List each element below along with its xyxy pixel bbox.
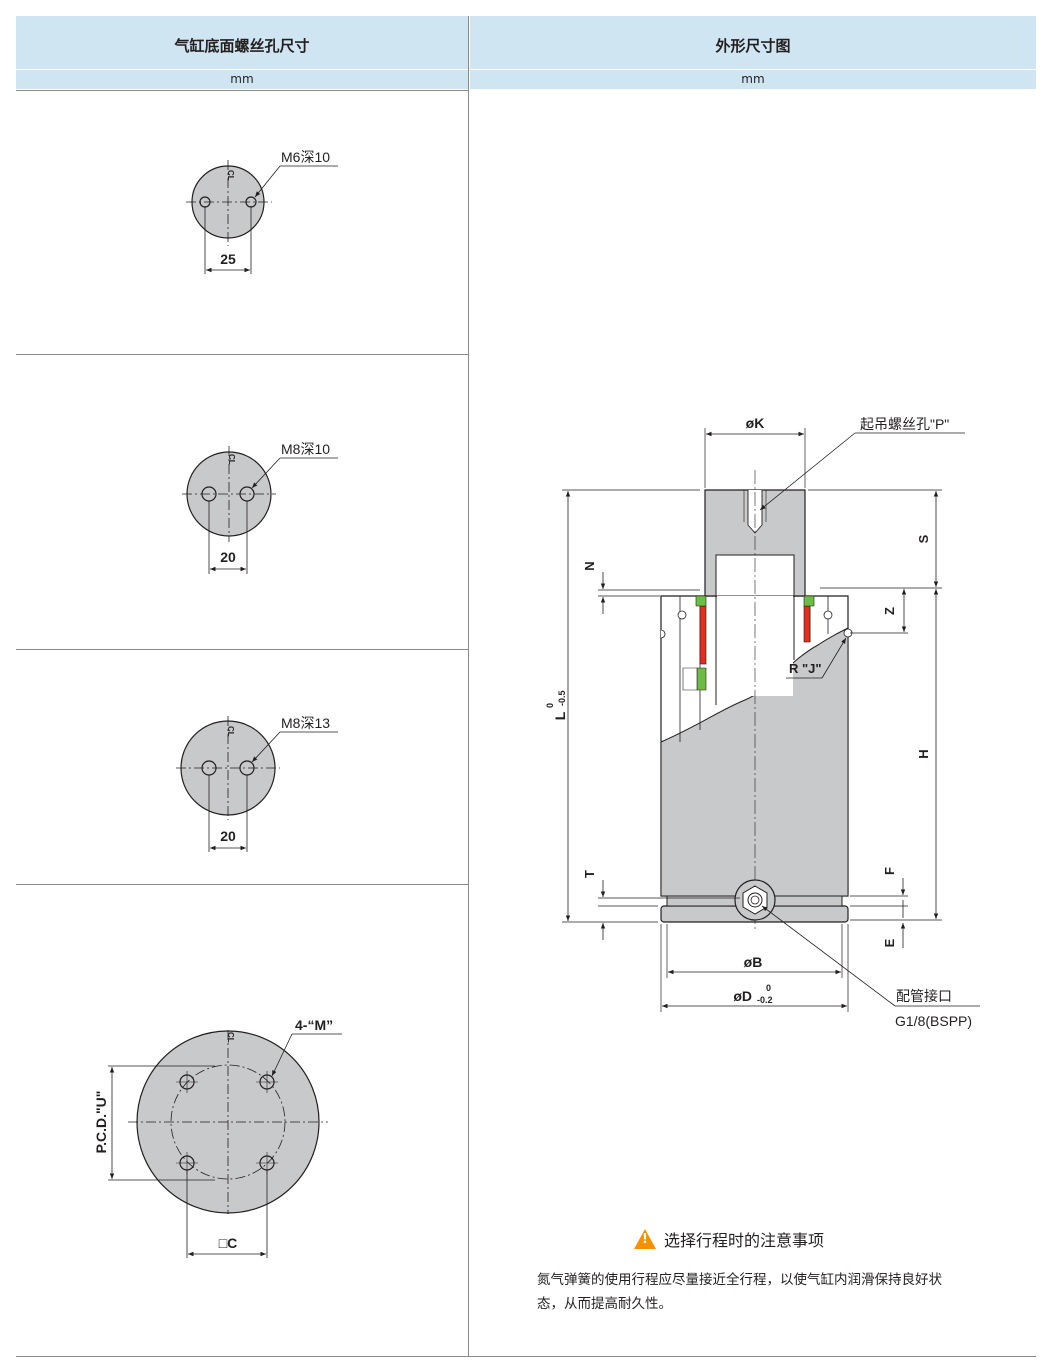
bottom-view-4: P.C.D."U" □C CL 4-“M” — [93, 1017, 342, 1258]
bottom-view-4-pcd: P.C.D."U" — [93, 1091, 109, 1154]
dim-l-tol-lower: -0.5 — [557, 690, 567, 706]
dim-b: øB — [744, 954, 763, 970]
dim-k: øK — [746, 415, 765, 431]
bottom-view-3-cl: CL — [226, 726, 235, 737]
row-divider-3 — [16, 884, 468, 885]
outline-drawing: øK 起吊螺丝孔"P" L 0 -0.5 N S H Z — [545, 415, 980, 1029]
bottom-view-2-spacing: 20 — [220, 549, 236, 565]
warning-icon — [634, 1229, 656, 1249]
dim-r: R "J" — [789, 661, 822, 676]
left-header-unit: mm — [16, 69, 468, 90]
bottom-view-2: 20 CL M8深10 — [182, 441, 338, 574]
dim-h: H — [916, 749, 931, 758]
bottom-view-1: 25 CL M6深10 — [186, 149, 338, 274]
bottom-view-1-thread: M6深10 — [281, 149, 330, 165]
dim-d-tol-upper: 0 — [766, 983, 771, 993]
note-title: 选择行程时的注意事项 — [634, 1227, 824, 1251]
port-spec: G1/8(BSPP) — [895, 1013, 972, 1029]
bottom-view-4-thread: 4-“M” — [295, 1017, 333, 1033]
bottom-view-1-spacing: 25 — [220, 251, 236, 267]
note-title-text: 选择行程时的注意事项 — [664, 1231, 825, 1250]
row-divider-1 — [16, 354, 468, 355]
bottom-view-4-square: □C — [219, 1235, 238, 1251]
dim-f: F — [882, 867, 897, 875]
dim-z: Z — [882, 607, 897, 615]
bottom-view-2-cl: CL — [227, 454, 236, 465]
dim-n: N — [582, 561, 597, 570]
bottom-view-4-cl: CL — [226, 1032, 235, 1043]
table-bottom-border — [16, 1356, 1036, 1357]
bottom-view-2-thread: M8深10 — [281, 441, 330, 457]
dim-d: øD — [733, 988, 752, 1004]
dim-l-tol-upper: 0 — [545, 703, 555, 708]
lift-hole-label: 起吊螺丝孔"P" — [860, 416, 949, 432]
left-header: 气缸底面螺丝孔尺寸 mm — [16, 16, 468, 89]
dim-e: E — [882, 938, 897, 947]
column-divider — [468, 16, 469, 1356]
note-body: 氮气弹簧的使用行程应尽量接近全行程，以使气缸内润滑保持良好状态，从而提高耐久性。 — [537, 1272, 942, 1312]
port-label: 配管接口 — [896, 988, 952, 1004]
bottom-view-1-cl: CL — [226, 170, 235, 181]
right-header-unit: mm — [470, 69, 1036, 90]
dim-l: L — [552, 711, 568, 720]
dim-d-tol-lower: -0.2 — [757, 995, 773, 1005]
right-header-title: 外形尺寸图 — [715, 37, 791, 55]
bottom-view-3-spacing: 20 — [220, 828, 236, 844]
row-divider-2 — [16, 649, 468, 650]
dim-s: S — [916, 534, 931, 543]
right-header: 外形尺寸图 mm — [470, 16, 1036, 89]
bottom-view-3: 20 CL M8深13 — [176, 715, 338, 852]
row-divider-0 — [16, 90, 468, 91]
dim-t: T — [582, 870, 597, 878]
left-header-title: 气缸底面螺丝孔尺寸 — [174, 37, 310, 55]
bottom-view-3-thread: M8深13 — [281, 715, 330, 731]
